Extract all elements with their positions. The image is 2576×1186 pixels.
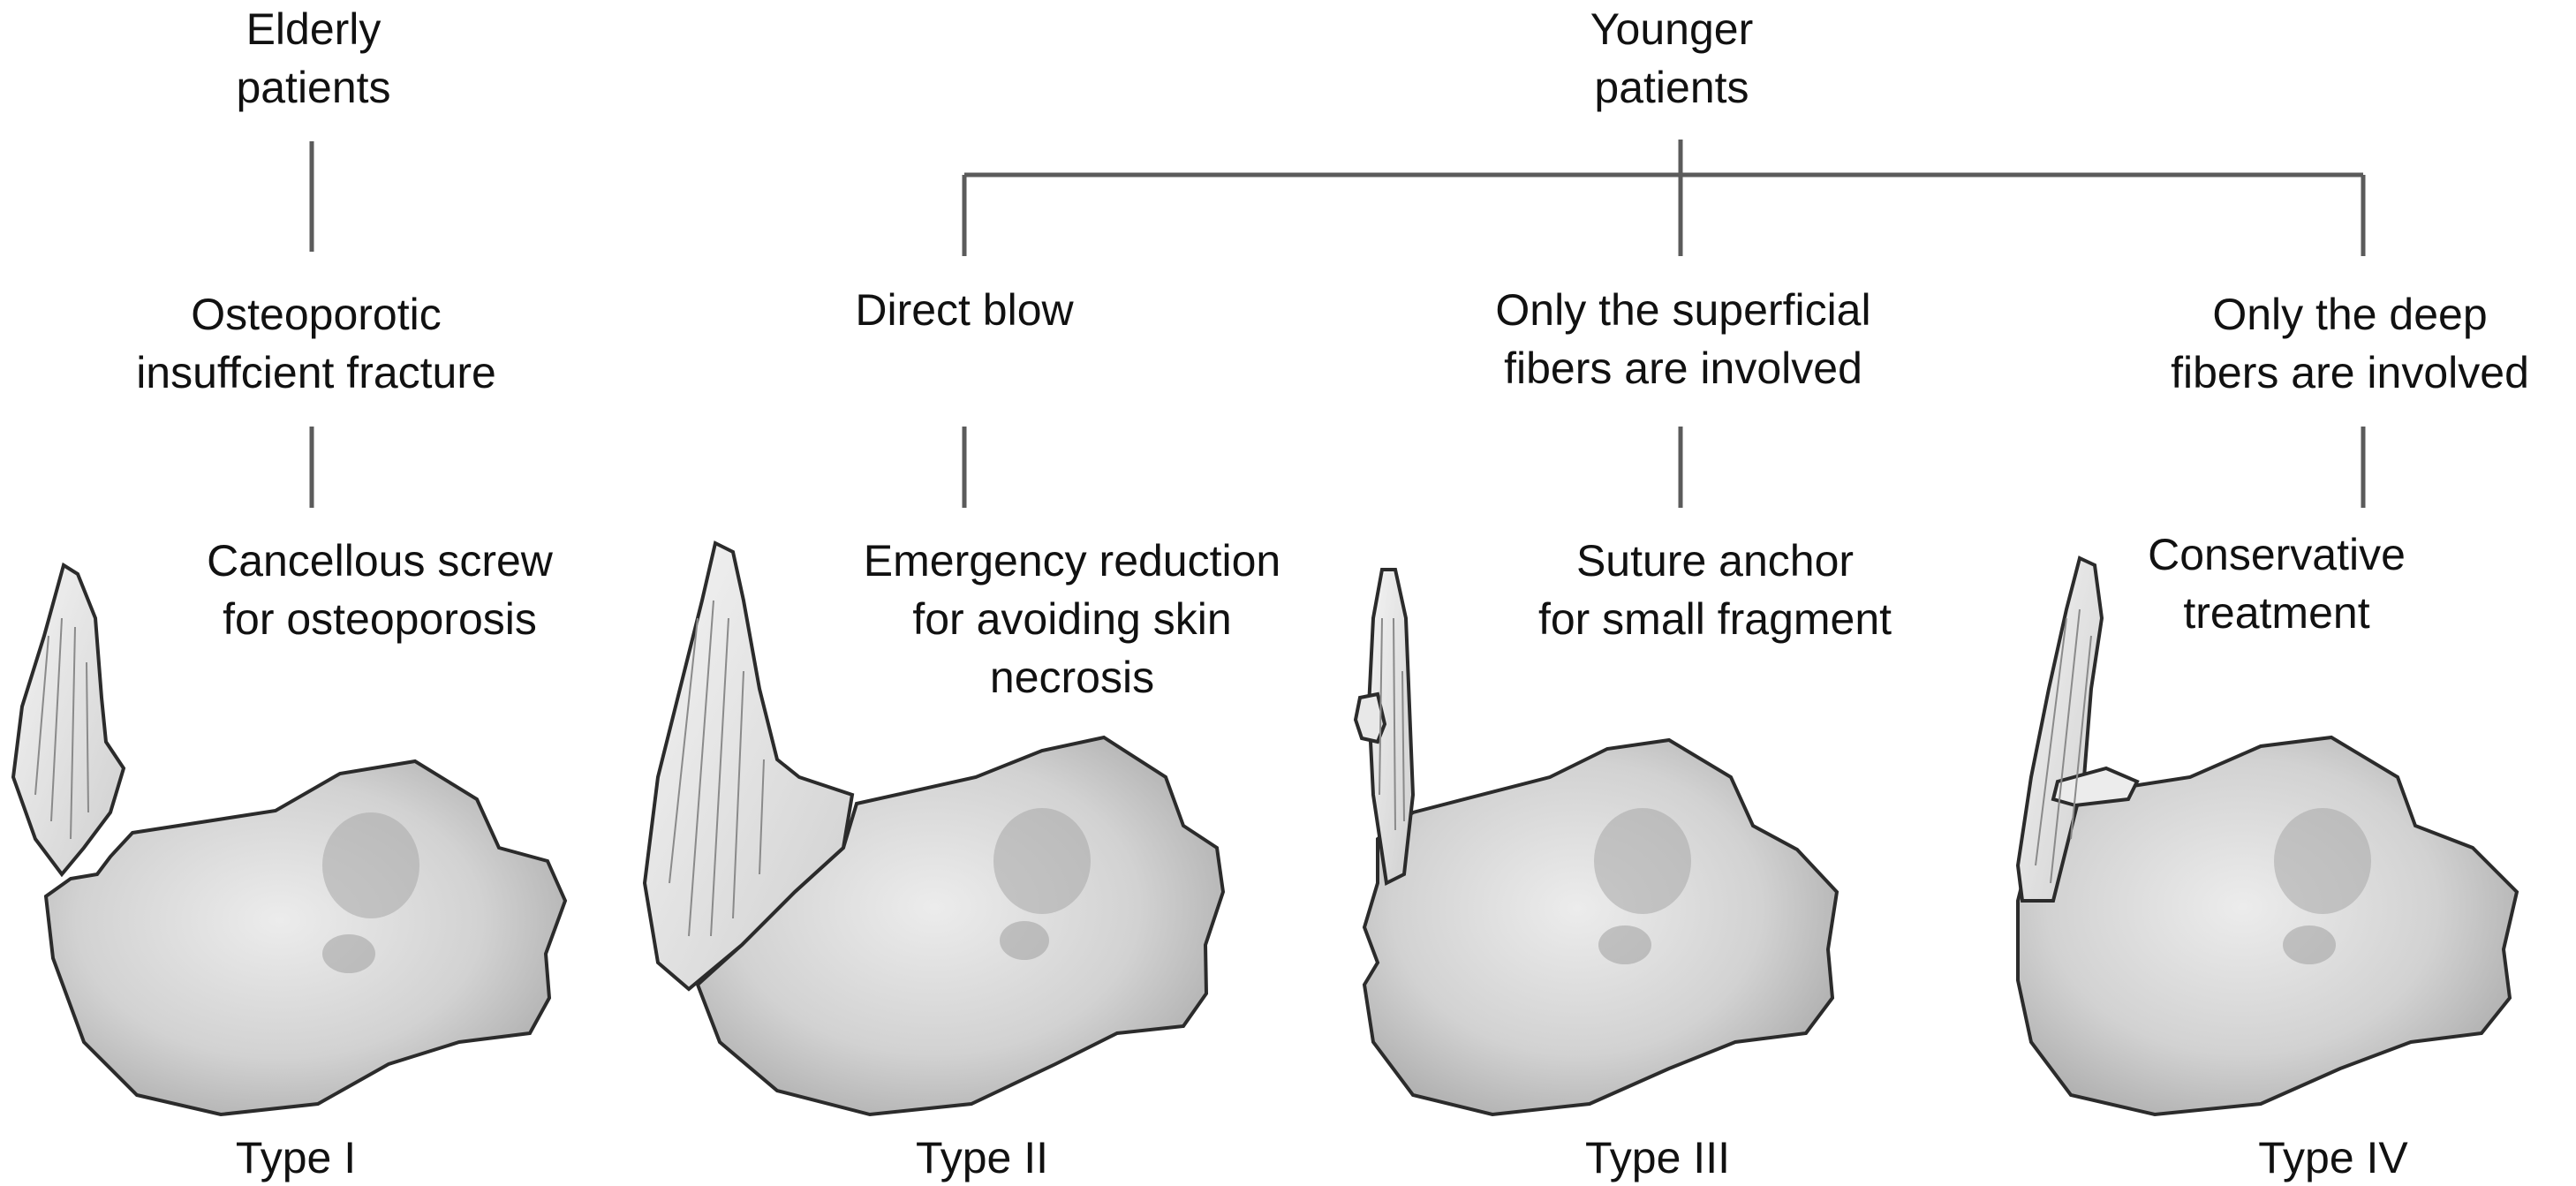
small-bone-fragment-type3	[1353, 691, 1387, 744]
shading-b-type3	[1598, 925, 1651, 964]
connector-lines	[309, 140, 2366, 508]
cause-type1-line2: insuffcient fracture	[136, 348, 496, 397]
group-label-younger-line1: Younger	[1590, 4, 1754, 54]
treatment-type3-line2: for small fragment	[1537, 594, 1892, 644]
treatment-type2: Emergency reduction for avoiding skin ne…	[864, 532, 1280, 706]
avulsed-fragment-type3	[1366, 568, 1416, 887]
calcaneus-body-type1	[43, 759, 568, 1117]
treatment-type2-line3: necrosis	[989, 653, 1155, 702]
avulsed-fragment-type2	[642, 540, 855, 992]
bone-illustration-type1	[11, 562, 568, 1117]
bone-illustration-type4	[2015, 555, 2519, 1117]
shading-type4	[2274, 808, 2371, 914]
group-label-elderly-line1: Elderly	[246, 4, 381, 54]
calcaneus-body-type4	[2016, 735, 2519, 1117]
treatment-type1-line1: Cancellous screw	[207, 536, 553, 585]
treatment-type2-line2: for avoiding skin	[912, 594, 1232, 644]
type-label-4: Type IV	[2258, 1133, 2408, 1182]
type-label-2: Type II	[915, 1133, 1049, 1182]
cause-type4: Only the deep fibers are involved	[2171, 285, 2529, 402]
group-label-elderly-line2: patients	[236, 63, 391, 112]
cause-type2: Direct blow	[855, 281, 1073, 339]
shading-b-type2	[1000, 921, 1049, 960]
deep-fiber-fragment-type4	[2051, 766, 2140, 808]
bone-illustration-type3	[1353, 568, 1839, 1117]
cause-type2-line1: Direct blow	[855, 285, 1074, 335]
treatment-type4-line1: Conservative	[2148, 530, 2406, 579]
avulsed-fragment-type1	[11, 562, 126, 878]
shading-type1	[322, 812, 419, 918]
tendon-type4	[2015, 555, 2104, 903]
cause-type3-line1: Only the superficial	[1495, 285, 1871, 335]
group-label-younger-line2: patients	[1594, 63, 1749, 112]
bone-illustration-type2	[642, 540, 1226, 1117]
shading-type2	[993, 808, 1091, 914]
shading-type3	[1594, 808, 1691, 914]
group-label-elderly: Elderly patients	[236, 0, 390, 117]
treatment-type4-line2: treatment	[2183, 588, 2370, 638]
treatment-type1: Cancellous screw for osteoporosis	[207, 532, 553, 648]
shading-b-type4	[2283, 925, 2336, 964]
treatment-type3: Suture anchor for small fragment	[1538, 532, 1892, 648]
group-label-younger: Younger patients	[1590, 0, 1753, 117]
type-label-3: Type III	[1585, 1133, 1730, 1182]
type-label-1: Type I	[235, 1133, 357, 1182]
cause-type3-line2: fibers are involved	[1504, 344, 1862, 393]
cause-type1-line1: Osteoporotic	[191, 290, 442, 339]
treatment-type3-line1: Suture anchor	[1575, 536, 1855, 585]
calcaneus-body-type3	[1362, 737, 1839, 1117]
treatment-type4: Conservative treatment	[2148, 525, 2406, 642]
treatment-type2-line1: Emergency reduction	[863, 536, 1281, 585]
shading-b-type1	[322, 934, 375, 973]
cause-type1: Osteoporotic insuffcient fracture	[136, 285, 496, 402]
cause-type4-line1: Only the deep	[2212, 290, 2488, 339]
treatment-type1-line2: for osteoporosis	[223, 594, 537, 644]
cause-type3: Only the superficial fibers are involved	[1495, 281, 1870, 397]
cause-type4-line2: fibers are involved	[2171, 348, 2529, 397]
